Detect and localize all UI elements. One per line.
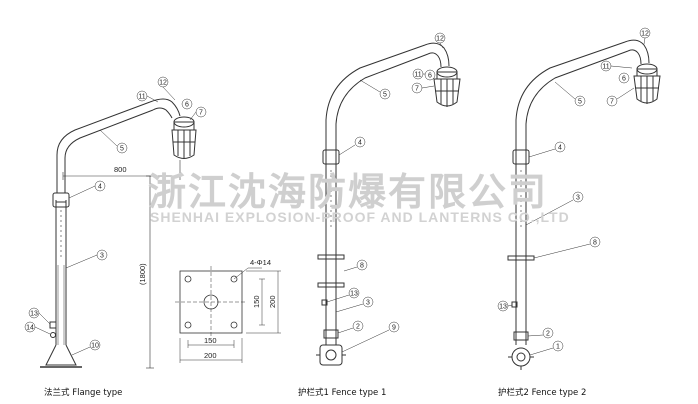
watermark-company-en: SHENHAI EXPLOSION-PROOF AND LANTERNS CO.…	[150, 209, 570, 225]
fence-1-callout-labels: 12 11 6 7 5 4 8 13 3 2 9	[350, 36, 444, 332]
pole-height-dim: (1800)	[138, 263, 147, 285]
flange-plate-drawing	[175, 266, 281, 363]
callout-12: 12	[641, 31, 649, 38]
callout-7: 7	[199, 110, 203, 117]
callout-6: 6	[428, 73, 432, 80]
caption-flange-type: 法兰式 Flange type	[44, 387, 122, 398]
fence-type-2-drawing	[507, 39, 661, 370]
callout-14: 14	[26, 325, 34, 332]
callout-5: 5	[120, 146, 124, 153]
callout-10: 10	[91, 343, 99, 350]
callout-12: 12	[436, 36, 444, 43]
flange-type-drawing	[40, 98, 197, 368]
callout-1: 1	[556, 344, 560, 351]
callout-3: 3	[366, 300, 370, 307]
callout-5: 5	[578, 99, 582, 106]
callout-9: 9	[392, 325, 396, 332]
callout-13: 13	[30, 311, 38, 318]
flange-callout-labels: 12 11 6 7 5 4 3 13 14 10	[26, 80, 203, 350]
callout-11: 11	[414, 72, 421, 79]
callout-11: 11	[138, 94, 145, 101]
callout-6: 6	[622, 76, 626, 83]
plate-width-h-dim: 200	[204, 351, 217, 360]
callout-8: 8	[360, 263, 364, 270]
callout-11: 11	[602, 64, 609, 71]
fence-type-1-drawing	[316, 42, 461, 366]
hole-spacing-v-dim: 150	[252, 295, 261, 308]
caption-fence-type-2: 护栏式2 Fence type 2	[498, 387, 586, 398]
callout-3: 3	[100, 253, 104, 260]
fence-2-callout-labels: 12 11 6 7 5 4 3 8 13 2 1	[499, 31, 649, 351]
callout-3: 3	[576, 195, 580, 202]
callout-13: 13	[350, 291, 358, 298]
callout-4: 4	[358, 140, 362, 147]
callout-13: 13	[499, 304, 507, 311]
callout-8: 8	[593, 240, 597, 247]
plate-height-v-dim: 200	[268, 295, 277, 308]
hole-spec-dim: 4-Φ14	[250, 258, 271, 267]
callout-7: 7	[610, 99, 614, 106]
arm-length-dim: 800	[114, 165, 127, 174]
callout-2: 2	[546, 331, 550, 338]
hole-spacing-h-dim: 150	[204, 336, 217, 345]
callout-12: 12	[159, 80, 167, 87]
fence-2-callouts	[497, 27, 651, 356]
flange-callouts	[24, 76, 207, 356]
callout-7: 7	[415, 86, 419, 93]
flange-dimensions	[62, 160, 181, 369]
fence-1-callouts	[326, 32, 446, 353]
callout-4: 4	[98, 184, 102, 191]
watermark-company-cn: 浙江沈海防爆有限公司	[148, 170, 548, 214]
caption-fence-type-1: 护栏式1 Fence type 1	[298, 387, 386, 398]
callout-4: 4	[558, 145, 562, 152]
callout-2: 2	[356, 324, 360, 331]
callout-5: 5	[383, 92, 387, 99]
callout-6: 6	[185, 102, 189, 109]
